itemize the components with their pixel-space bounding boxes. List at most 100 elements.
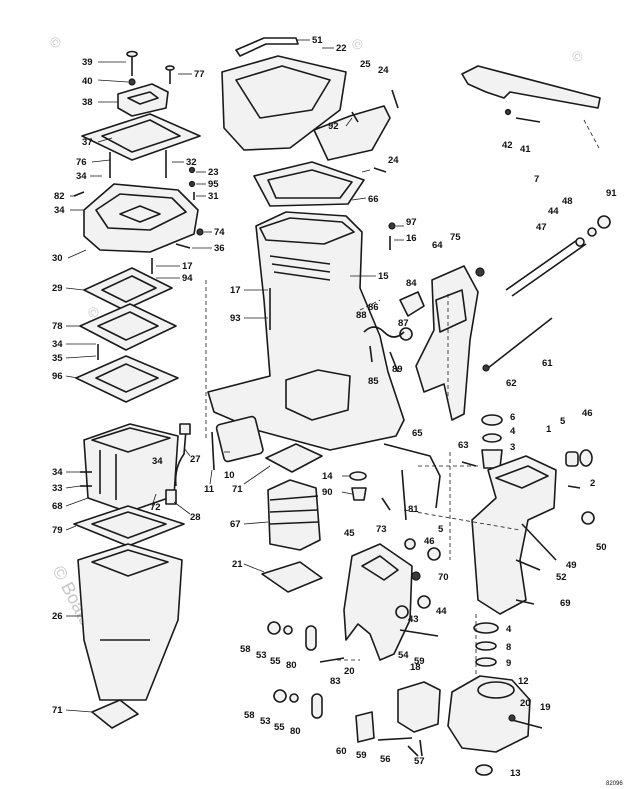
bolts-76-32 — [109, 150, 167, 178]
label-65: 65 — [412, 428, 423, 439]
label-31: 31 — [208, 191, 219, 202]
handle-51 — [235, 37, 299, 57]
label-45: 45 — [344, 528, 355, 539]
label-33: 33 — [52, 483, 63, 494]
label-20-a: 20 — [520, 698, 531, 709]
label-84: 84 — [406, 278, 417, 289]
washers-6-4-3 — [481, 414, 503, 469]
washer-42 — [504, 108, 512, 116]
label-76: 76 — [76, 157, 87, 168]
label-19: 19 — [540, 702, 551, 713]
label-58-a: 58 — [240, 644, 251, 655]
label-66: 66 — [368, 194, 379, 205]
label-5-a: 5 — [560, 416, 566, 427]
washers-4-8-9 — [473, 622, 499, 667]
label-34-d: 34 — [52, 467, 63, 478]
label-16: 16 — [406, 233, 417, 244]
exhaust-housing-15 — [207, 211, 405, 451]
label-73: 73 — [376, 524, 387, 535]
label-29: 29 — [52, 283, 63, 294]
label-79: 79 — [52, 525, 63, 536]
label-38: 38 — [82, 97, 93, 108]
label-52: 52 — [556, 572, 567, 583]
label-51: 51 — [312, 35, 323, 46]
rod-61 — [487, 317, 553, 369]
bolt-19 — [511, 719, 543, 729]
swivel-housing-12 — [447, 675, 531, 753]
steering-arm-7 — [461, 65, 601, 109]
pad-18 — [397, 681, 441, 733]
label-12: 12 — [518, 676, 529, 687]
label-88: 88 — [356, 310, 367, 321]
water-tube-grommet-67 — [267, 479, 321, 551]
nut-62 — [482, 364, 490, 372]
label-92: 92 — [328, 121, 339, 132]
label-82: 82 — [54, 191, 65, 202]
label-91: 91 — [606, 188, 617, 199]
label-59-b: 59 — [356, 750, 367, 761]
cover-10 — [215, 415, 264, 463]
label-53-b: 53 — [260, 716, 271, 727]
label-96: 96 — [52, 371, 63, 382]
screw-97 — [388, 222, 396, 230]
cowl-side-25 — [313, 105, 391, 161]
label-36: 36 — [214, 243, 225, 254]
tube-47 — [505, 237, 587, 297]
link-plate-80-upper — [305, 625, 317, 651]
bushing-44 — [575, 237, 585, 247]
label-41: 41 — [520, 144, 531, 155]
plate-60 — [355, 711, 375, 743]
label-4-a: 4 — [510, 426, 516, 437]
label-85: 85 — [368, 376, 379, 387]
bolt-82 — [73, 191, 85, 197]
label-55-b: 55 — [274, 722, 285, 733]
shift-parts-84-86-87-88-89 — [363, 291, 425, 373]
label-75: 75 — [450, 232, 461, 243]
label-49: 49 — [566, 560, 577, 571]
nut-44 — [417, 595, 431, 609]
label-59-a: 59 — [414, 656, 425, 667]
cover-38 — [117, 83, 169, 117]
label-11: 11 — [204, 484, 215, 495]
label-25: 25 — [360, 59, 371, 70]
label-83: 83 — [330, 676, 341, 687]
bolt-77 — [165, 65, 175, 84]
nut-70 — [411, 571, 421, 581]
seal-66 — [253, 161, 365, 207]
label-34-a: 34 — [76, 171, 87, 182]
label-44-b: 44 — [436, 606, 447, 617]
leader-lines — [65, 39, 404, 713]
label-9: 9 — [506, 658, 511, 669]
label-60: 60 — [336, 746, 347, 757]
label-95: 95 — [208, 179, 219, 190]
screw-85 — [369, 345, 373, 363]
label-34-c: 34 — [52, 339, 63, 350]
label-42: 42 — [502, 140, 513, 151]
screw-11 — [211, 431, 215, 471]
screw-24-mid — [373, 167, 387, 173]
label-97: 97 — [406, 217, 417, 228]
label-90: 90 — [322, 487, 333, 498]
washer-48 — [587, 227, 597, 237]
washer-5 — [427, 547, 441, 561]
label-44-a: 44 — [548, 206, 559, 217]
label-8: 8 — [506, 642, 511, 653]
bushing-75 — [475, 267, 485, 277]
adapter-30 — [83, 183, 199, 253]
label-10: 10 — [224, 470, 235, 481]
label-77: 77 — [194, 69, 205, 80]
label-80-a: 80 — [286, 660, 297, 671]
label-24-a: 24 — [378, 65, 389, 76]
label-32: 32 — [186, 157, 197, 168]
gasket-79 — [73, 505, 185, 547]
exhaust-tube-26 — [77, 543, 183, 701]
label-53-a: 53 — [256, 650, 267, 661]
clamp-bracket-64 — [415, 265, 479, 421]
label-68: 68 — [52, 501, 63, 512]
label-74: 74 — [214, 227, 225, 238]
label-71-b: 71 — [232, 484, 243, 495]
label-71-a: 71 — [52, 705, 63, 716]
label-43: 43 — [408, 614, 419, 625]
mount-90 — [351, 487, 367, 501]
